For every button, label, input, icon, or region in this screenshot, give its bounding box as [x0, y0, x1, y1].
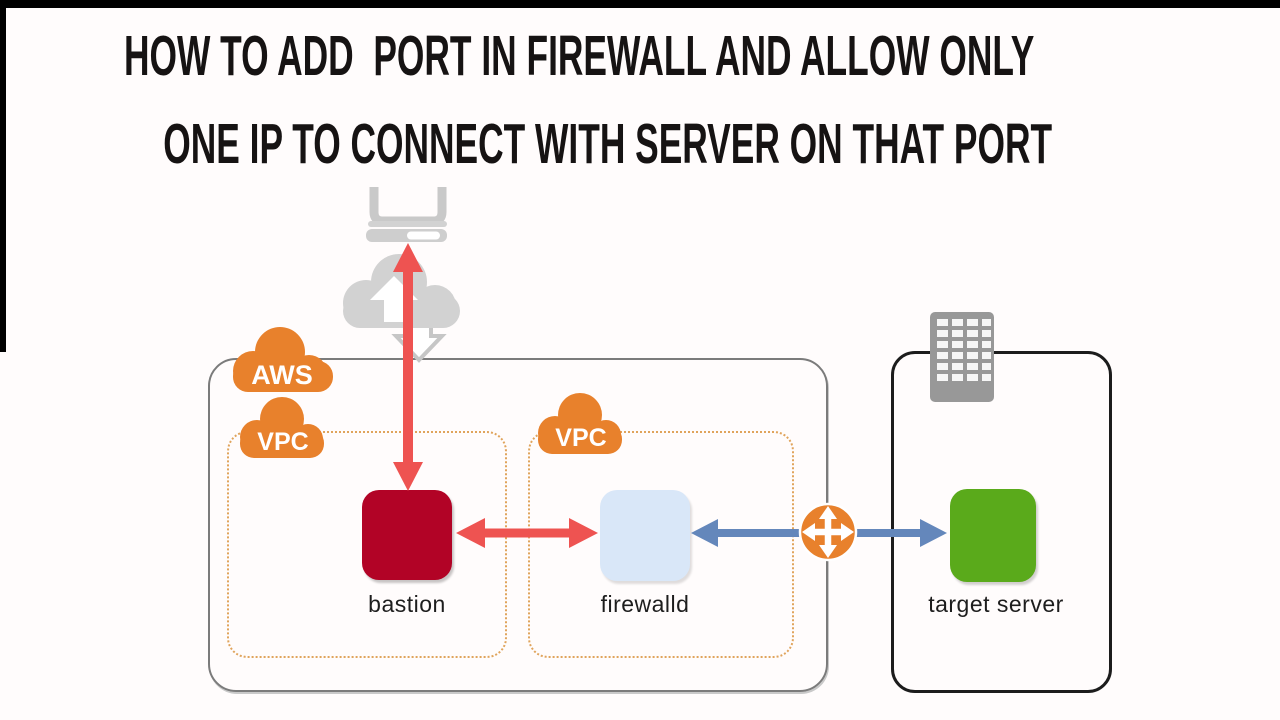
target-server-label: target server — [928, 591, 1064, 617]
download-arrow-icon — [391, 306, 447, 363]
vpc1-boundary-box — [227, 431, 507, 658]
target-server-node — [950, 489, 1036, 582]
bastion-label: bastion — [368, 591, 446, 617]
page-title: HOW TO ADD PORT IN FIREWALL AND ALLOW ON… — [124, 28, 1053, 210]
firewalld-node — [600, 490, 690, 581]
left-letterbox-bar — [0, 0, 6, 352]
download-cloud-icon — [343, 254, 460, 363]
top-letterbox-bar — [0, 0, 1280, 8]
title-line-2: ONE IP TO CONNECT WITH SERVER ON THAT PO… — [163, 112, 1053, 176]
bastion-node — [362, 490, 452, 580]
target-server-boundary-box — [891, 351, 1112, 693]
title-line-1: HOW TO ADD PORT IN FIREWALL AND ALLOW ON… — [124, 24, 1035, 88]
firewalld-label: firewalld — [600, 591, 690, 617]
vpc2-boundary-box — [528, 431, 794, 658]
upload-arrow-icon — [370, 276, 418, 322]
